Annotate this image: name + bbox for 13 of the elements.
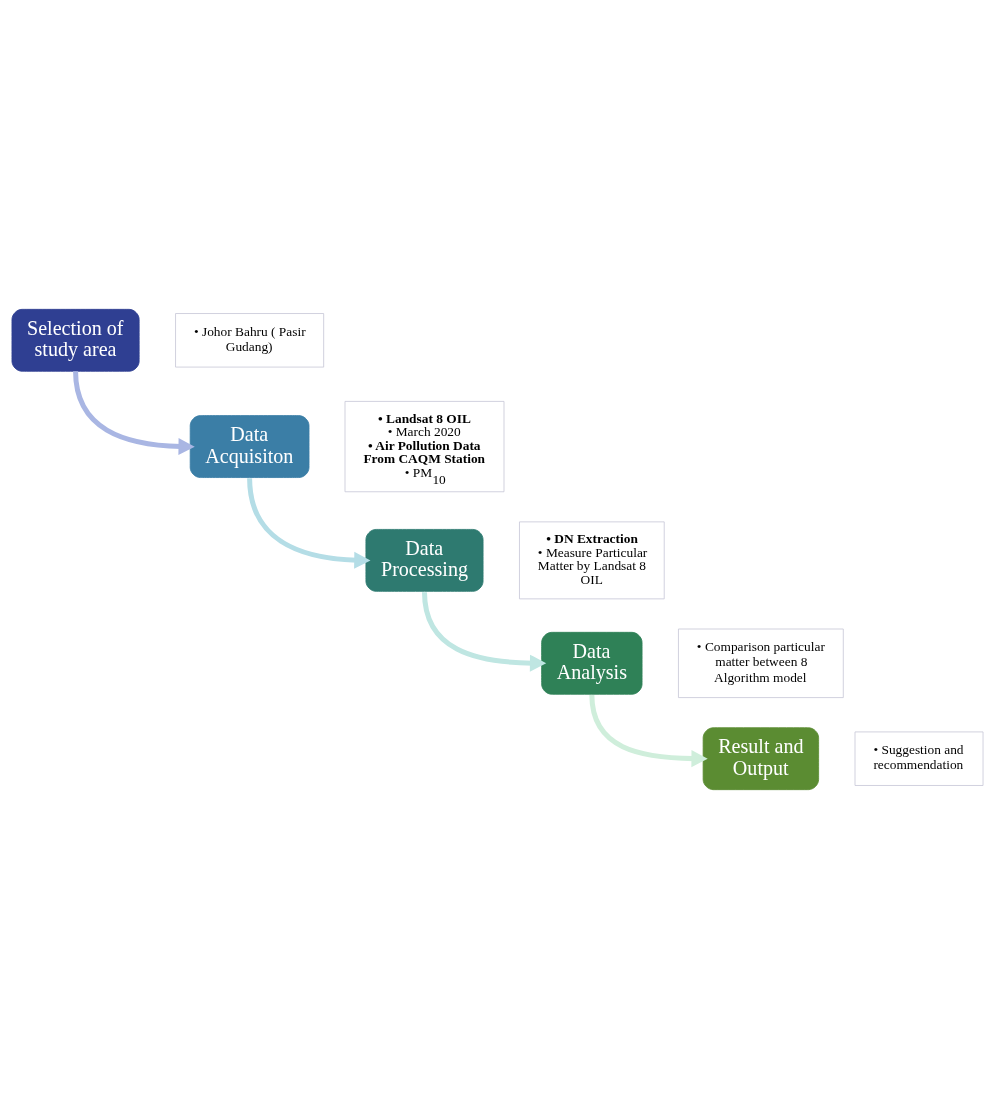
node-box: Data Acquisiton [189,415,310,478]
arrow [589,694,708,768]
node-box: • DN Extraction • Measure Particular Matter by Landsat 8 OIL [519,521,665,600]
node-box: • Comparison particular matter between 8 Algorithm model [678,628,844,699]
node-box: • Johor Bahru ( Pasir Gudang) [175,313,325,368]
node-box: Result and Output [702,727,820,791]
arrow [247,478,371,569]
node-box: Selection of study area [11,308,140,372]
arrow [422,592,547,672]
arrow [73,371,195,455]
node-box: Data Analysis [541,631,643,695]
node-box: Data Processing [365,529,484,592]
node-box: • Suggestion and recommendation [854,731,984,786]
